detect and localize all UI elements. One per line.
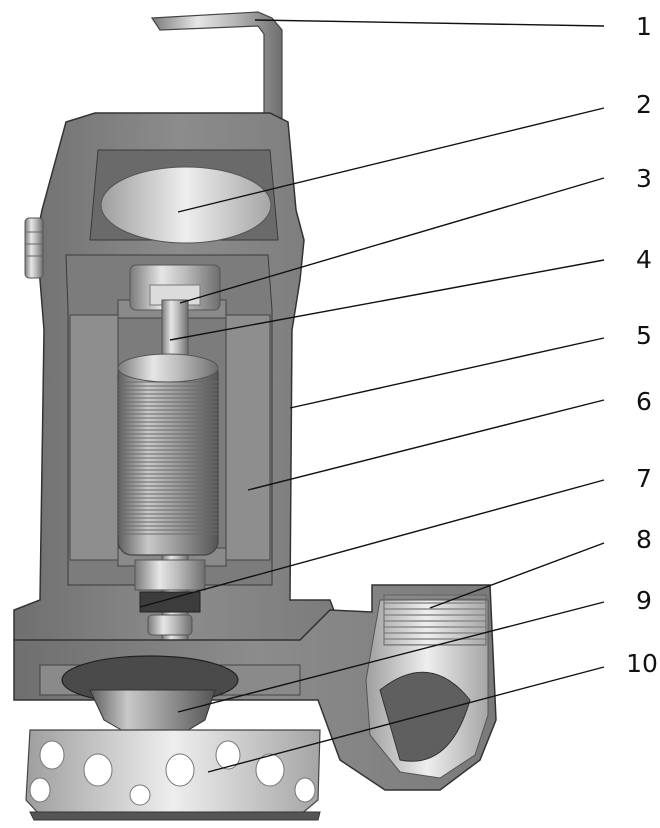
inlet-strainer	[25, 729, 321, 821]
callout-5: 5	[636, 321, 652, 350]
callout-labels: 1 2 3 4 5 6 7 8 9 10	[626, 12, 658, 678]
leader-line-1	[254, 19, 605, 27]
impeller	[61, 655, 239, 796]
leader-line-4	[169, 259, 605, 341]
leader-line-2	[177, 107, 605, 213]
rotor	[117, 353, 219, 556]
callout-2: 2	[636, 90, 652, 119]
stator-left	[69, 314, 119, 561]
callout-4: 4	[636, 245, 652, 274]
leader-lines	[139, 19, 605, 773]
callout-3: 3	[636, 164, 652, 193]
leader-line-8	[429, 542, 605, 609]
leader-line-7	[139, 479, 605, 608]
callout-1: 1	[636, 12, 652, 41]
leader-line-5	[289, 337, 605, 409]
discharge-thread	[383, 594, 487, 646]
leader-line-3	[179, 177, 605, 304]
leader-line-10	[207, 666, 605, 773]
leader-line-9	[177, 601, 605, 713]
shaft-seal	[134, 559, 206, 636]
callout-7: 7	[636, 464, 652, 493]
callout-6: 6	[636, 387, 652, 416]
leader-line-6	[247, 399, 605, 491]
cable-entry-cavity	[100, 166, 272, 244]
cable-gland-screw	[24, 217, 44, 279]
callout-10: 10	[626, 649, 658, 678]
callout-9: 9	[636, 586, 652, 615]
callout-8: 8	[636, 525, 652, 554]
stator-right	[225, 314, 271, 561]
